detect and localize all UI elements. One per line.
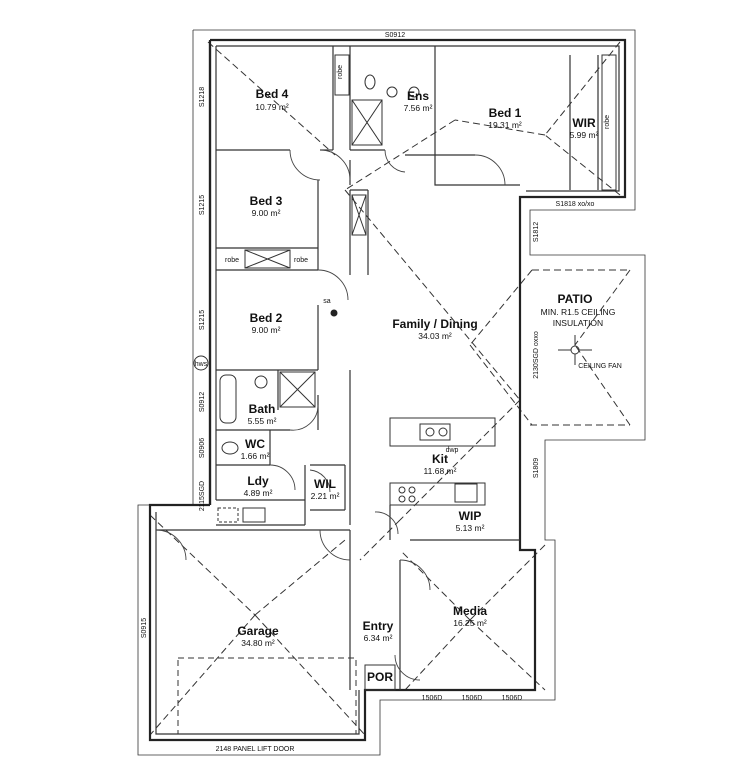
- robe-label-bed4: robe: [337, 65, 344, 79]
- ens-name: Ens: [407, 89, 429, 103]
- ldy-name: Ldy: [247, 474, 269, 488]
- garage-name: Garage: [237, 624, 279, 638]
- fixtures: [177, 54, 617, 735]
- external-walls: [148, 38, 627, 742]
- bed4-name: Bed 4: [256, 87, 289, 101]
- wir-name: WIR: [572, 116, 596, 130]
- door-patio: 2130SGD oxxo: [533, 331, 540, 379]
- bath-name: Bath: [249, 402, 276, 416]
- door-swings: [155, 149, 506, 681]
- window-kit: S1809: [533, 458, 540, 478]
- wil-area: 2.21 m²: [311, 491, 340, 501]
- window-media-3: 1506D: [502, 695, 523, 702]
- bed4-area: 10.79 m²: [255, 102, 289, 112]
- kit-area: 11.68 m²: [424, 466, 457, 476]
- window-family: S1812: [533, 222, 540, 242]
- garage-area: 34.80 m²: [241, 638, 275, 648]
- window-media-1: 1506D: [422, 695, 443, 702]
- bed1-area: 19.31 m²: [488, 120, 522, 130]
- media-area: 16.25 m²: [453, 618, 487, 628]
- dwp-label: dwp: [446, 447, 459, 454]
- ceiling-fan-label: CEILING FAN: [578, 363, 622, 370]
- entry-name: Entry: [363, 619, 394, 633]
- window-wc: S0906: [199, 438, 206, 458]
- window-top: S0912: [385, 32, 405, 39]
- window-bed1-bottom: S1818 xo/xo: [556, 201, 595, 208]
- robe-label-wir: robe: [604, 115, 611, 129]
- smoke-alarm-label: sa: [323, 298, 331, 305]
- window-codes: S0912 S1218 S1215 S1215 S0912 S0906 2115…: [141, 32, 595, 753]
- bed3-area: 9.00 m²: [252, 208, 281, 218]
- window-bed4: S1218: [199, 87, 206, 107]
- por-name: POR: [367, 670, 393, 684]
- wc-area: 1.66 m²: [241, 451, 270, 461]
- ens-area: 7.56 m²: [404, 103, 433, 113]
- robe-wir: [601, 54, 617, 191]
- media-name: Media: [453, 604, 487, 618]
- bed2-area: 9.00 m²: [252, 325, 281, 335]
- door-ldy: 2115SGD: [199, 481, 206, 511]
- bed3-name: Bed 3: [250, 194, 283, 208]
- internal-walls: [156, 46, 599, 691]
- window-media-2: 1506D: [462, 695, 483, 702]
- window-bed2: S1215: [199, 310, 206, 330]
- wip-area: 5.13 m²: [456, 523, 485, 533]
- window-bath: S0912: [199, 392, 206, 412]
- wir-area: 5.99 m²: [570, 130, 599, 140]
- window-garage: S0915: [141, 618, 148, 638]
- wc-name: WC: [245, 437, 265, 451]
- bed2-name: Bed 2: [250, 311, 283, 325]
- patio-note1: MIN. R1.5 CEILING: [541, 307, 616, 317]
- robe-label-bed3b: robe: [294, 257, 308, 264]
- window-bed3: S1215: [199, 195, 206, 215]
- wip-name: WIP: [459, 509, 482, 523]
- family-name: Family / Dining: [392, 317, 477, 331]
- bath-area: 5.55 m²: [248, 416, 277, 426]
- entry-area: 6.34 m²: [364, 633, 393, 643]
- bed1-name: Bed 1: [489, 106, 522, 120]
- garage-door-label: 2148 PANEL LIFT DOOR: [216, 746, 295, 753]
- patio-name: PATIO: [558, 292, 593, 306]
- patio-note2: INSULATION: [553, 318, 603, 328]
- kit-name: Kit: [432, 452, 448, 466]
- room-labels: Bed 4 10.79 m² Ens 7.56 m² Bed 1 19.31 m…: [237, 87, 615, 684]
- fixture-labels: robe robe robe robe sa hws dwp CEILING F…: [195, 65, 622, 454]
- ldy-area: 4.89 m²: [244, 488, 273, 498]
- wil-name: WIL: [314, 477, 336, 491]
- robe-label-bed3: robe: [225, 257, 239, 264]
- hws-label: hws: [195, 361, 208, 368]
- roof-lines: [137, 29, 646, 756]
- robe-bed4: [334, 54, 350, 96]
- family-area: 34.03 m²: [418, 331, 452, 341]
